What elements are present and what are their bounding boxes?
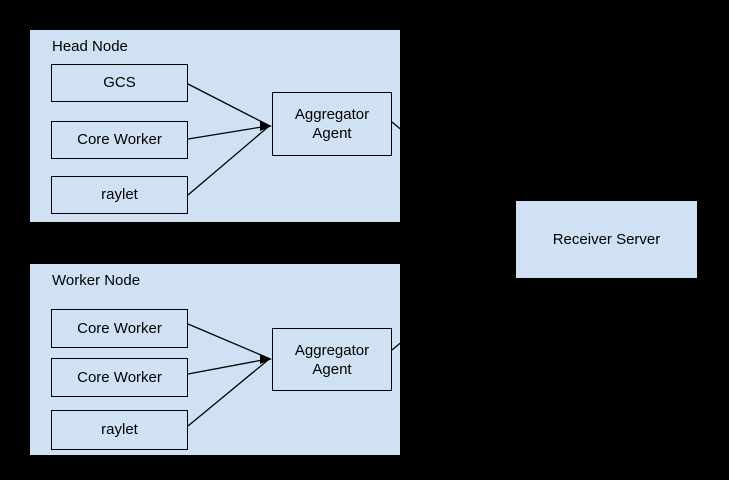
edge-core-worker-to-aggregator bbox=[187, 125, 269, 140]
head-node-component-core-worker[interactable]: Core Worker bbox=[51, 121, 188, 159]
worker-node-component-core-worker-1[interactable]: Core Worker bbox=[51, 309, 188, 348]
worker-node-aggregator-agent-label-line1: Aggregator bbox=[294, 341, 370, 359]
edge-core-worker-2-to-aggregator bbox=[187, 358, 269, 375]
head-node-component-core-worker-label: Core Worker bbox=[77, 131, 162, 148]
arrowhead-to-aggregator bbox=[260, 121, 272, 131]
head-node-component-gcs-label: GCS bbox=[103, 74, 136, 91]
worker-node-aggregator-agent-label-line2: Agent bbox=[312, 360, 352, 378]
worker-node-aggregator-agent[interactable]: Aggregator Agent bbox=[272, 328, 392, 391]
head-node-label: Head Node bbox=[52, 38, 128, 55]
edge-aggregator-to-receiver-stub bbox=[391, 121, 400, 130]
edge-raylet-to-aggregator bbox=[187, 126, 269, 196]
worker-node-component-core-worker-2[interactable]: Core Worker bbox=[51, 358, 188, 397]
head-node-component-raylet[interactable]: raylet bbox=[51, 176, 188, 214]
worker-node-component-core-worker-2-label: Core Worker bbox=[77, 368, 162, 386]
arrowhead-to-worker-aggregator bbox=[260, 354, 272, 364]
worker-node-component-core-worker-1-label: Core Worker bbox=[77, 319, 162, 337]
receiver-server-box[interactable]: Receiver Server bbox=[516, 201, 697, 278]
head-node-component-raylet-label: raylet bbox=[101, 186, 138, 203]
worker-node-component-raylet[interactable]: raylet bbox=[51, 410, 188, 450]
receiver-server-label: Receiver Server bbox=[552, 231, 661, 248]
head-node-aggregator-agent-label-line2: Agent bbox=[312, 125, 352, 142]
worker-node-component-raylet-label: raylet bbox=[101, 421, 138, 438]
edge-worker-raylet-to-aggregator bbox=[187, 359, 269, 427]
worker-node-label: Worker Node bbox=[52, 272, 141, 289]
head-node-aggregator-agent-label-line1: Aggregator bbox=[294, 106, 370, 123]
head-node-container: Head Node GCS Core Worker raylet Aggrega… bbox=[30, 30, 400, 222]
edge-worker-aggregator-to-receiver-stub bbox=[391, 342, 400, 351]
edge-core-worker-1-to-aggregator bbox=[187, 323, 269, 359]
edge-gcs-to-aggregator bbox=[187, 83, 269, 126]
head-node-component-gcs[interactable]: GCS bbox=[51, 64, 188, 102]
worker-node-container: Worker Node Core Worker Core Worker rayl… bbox=[30, 264, 400, 455]
head-node-aggregator-agent[interactable]: Aggregator Agent bbox=[272, 92, 392, 156]
